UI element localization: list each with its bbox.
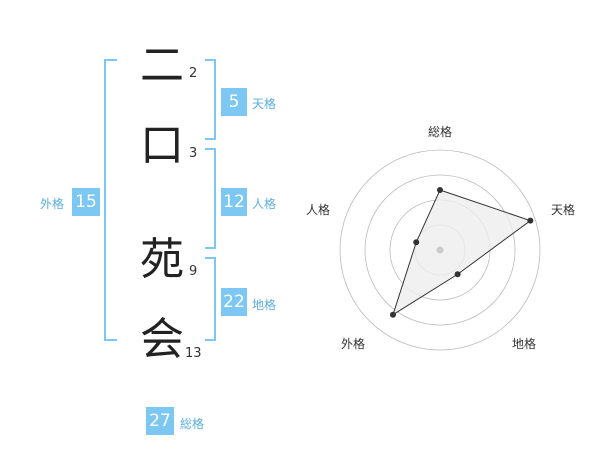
radar-label-gaikaku: 外格 xyxy=(341,337,366,351)
name-char-2: 口 xyxy=(140,120,184,171)
radar-point-3 xyxy=(389,311,396,318)
radar-label-chikaku: 地格 xyxy=(512,337,537,351)
radar-label-soukaku: 総格 xyxy=(428,125,453,139)
name-char-3: 苑 xyxy=(140,234,184,285)
jinkaku-bracket xyxy=(205,148,216,249)
radar-label-tenkaku: 天格 xyxy=(551,203,576,217)
gaikaku-bracket xyxy=(104,59,117,341)
radar-point-1 xyxy=(527,217,534,224)
jinkaku-label: 人格 xyxy=(252,197,277,211)
tenkaku-bracket xyxy=(205,59,216,140)
radar-label-jinkaku: 人格 xyxy=(306,203,331,217)
chikaku-label: 地格 xyxy=(252,298,277,312)
stroke-count-3: 9 xyxy=(189,264,198,279)
radar-center-dot xyxy=(436,246,444,254)
radar-point-2 xyxy=(454,271,461,278)
stroke-count-1: 2 xyxy=(189,66,198,81)
stroke-count-4: 13 xyxy=(185,346,202,361)
radar-ring-4 xyxy=(339,149,541,351)
gaikaku-label: 外格 xyxy=(40,197,65,211)
radar-point-0 xyxy=(437,187,443,193)
gaikaku-value: 15 xyxy=(72,188,100,216)
chikaku-value: 22 xyxy=(221,288,247,316)
soukaku-value: 27 xyxy=(146,407,174,435)
name-char-1: 二 xyxy=(140,40,184,91)
radar-points xyxy=(389,187,534,318)
tenkaku-value: 5 xyxy=(221,88,247,116)
radar-point-4 xyxy=(413,239,420,246)
stroke-count-2: 3 xyxy=(189,146,198,161)
radar-score-polygon xyxy=(392,189,532,316)
chikaku-bracket xyxy=(205,257,216,341)
soukaku-label: 総格 xyxy=(180,417,205,431)
jinkaku-value: 12 xyxy=(221,188,247,216)
name-char-4: 会 xyxy=(140,314,184,365)
tenkaku-label: 天格 xyxy=(252,97,277,111)
radar-ring-3 xyxy=(364,174,516,326)
